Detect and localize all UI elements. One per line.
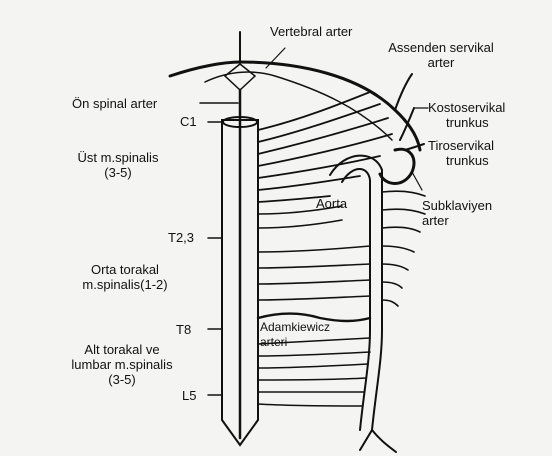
label-upper-spinal-line1: Üst m.spinalis [66,150,170,165]
basilar-junction [225,64,255,90]
thoracic-radicular-arteries [258,206,370,406]
cervical-radicular-arteries [258,92,392,202]
label-lower-line1: Alt torakal ve [60,342,184,357]
aorta-bifurcation [372,430,396,452]
label-costocervical-line1: Kostoservikal [428,100,505,115]
label-vertebral-artery: Vertebral arter [270,24,352,39]
label-ascending-cervical-artery: Assenden servikal arter [362,40,520,70]
label-aorta: Aorta [316,196,347,211]
label-adamkiewicz-line1: Adamkiewicz [260,320,330,335]
label-upper-spinal-line2: (3-5) [66,165,170,180]
label-ascending-cervical-line1: Assenden servikal [362,40,520,55]
label-t23: T2,3 [168,230,194,245]
label-lower-line2: lumbar m.spinalis [60,357,184,372]
label-mid-thoracic-line1: Orta torakal [66,262,184,277]
label-mid-thoracic-line2: m.spinalis(1-2) [66,277,184,292]
intercostal-arteries-right [382,191,425,306]
label-t8: T8 [176,322,191,337]
label-subclavian-line2: arter [422,213,492,228]
label-thyrocervical-line1: Tiroservikal [428,138,494,153]
label-upper-spinal-group: Üst m.spinalis (3-5) [66,150,170,180]
label-mid-thoracic-group: Orta torakal m.spinalis(1-2) [66,262,184,292]
label-adamkiewicz-line2: arteri [260,335,330,350]
subclavian-artery [380,149,414,183]
ascending-cervical-artery [395,74,412,110]
label-adamkiewicz-artery: Adamkiewicz arteri [260,320,330,350]
label-costocervical-line2: trunkus [428,115,505,130]
label-ascending-cervical-line2: arter [362,55,520,70]
leader-subklaviyen [412,172,422,190]
label-c1: C1 [180,114,197,129]
costocervical-trunk [400,108,414,140]
vertebral-artery-inner [205,72,392,140]
label-thyrocervical-trunk: Tiroservikal trunkus [428,138,494,168]
label-lower-thoracolumbar-group: Alt torakal ve lumbar m.spinalis (3-5) [60,342,184,387]
label-thyrocervical-line2: trunkus [428,153,494,168]
label-anterior-spinal-artery: Ön spinal arter [72,96,157,111]
label-costocervical-trunk: Kostoservikal trunkus [428,100,505,130]
label-subclavian-line1: Subklaviyen [422,198,492,213]
label-l5: L5 [182,388,196,403]
label-subclavian-artery: Subklaviyen arter [422,198,492,228]
label-lower-line3: (3-5) [60,372,184,387]
